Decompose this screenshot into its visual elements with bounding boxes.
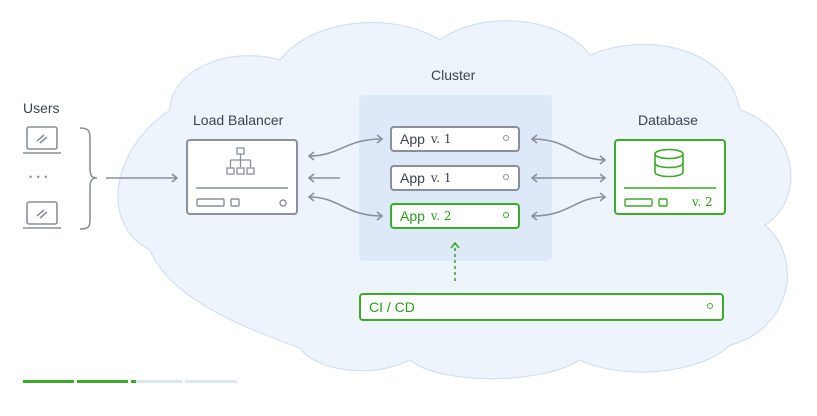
status-indicator-icon [503,135,509,141]
status-indicator-icon [503,212,509,218]
load-balancer-label: Load Balancer [193,112,284,128]
app-name: App [400,170,425,186]
progress-fill-segment [77,380,128,383]
progress-indicator [23,380,237,383]
app-version: v. 1 [430,132,452,146]
app-name: App [400,131,425,147]
progress-segment [185,380,237,383]
users-label: Users [23,100,60,116]
cicd-label: CI / CD [369,299,415,315]
app-version: v. 1 [430,171,452,185]
app-instance: App v. 1 [390,165,520,191]
more-users-ellipsis: • • • [29,172,49,182]
app-version: v. 2 [430,209,452,223]
cicd-pipeline: CI / CD [359,293,724,321]
status-indicator-icon [707,303,713,309]
status-indicator-icon [503,174,509,180]
database-version: v. 2 [692,195,713,209]
progress-fill-segment [23,380,74,383]
database-label: Database [638,112,698,128]
progress-segment [131,380,182,383]
app-name: App [400,208,425,224]
progress-fill-segment [131,380,137,383]
load-balancer-box [186,139,298,215]
cluster-label: Cluster [431,67,476,83]
app-instance: App v. 1 [390,126,520,152]
app-instance-updated: App v. 2 [390,203,520,229]
database-box [614,139,726,215]
